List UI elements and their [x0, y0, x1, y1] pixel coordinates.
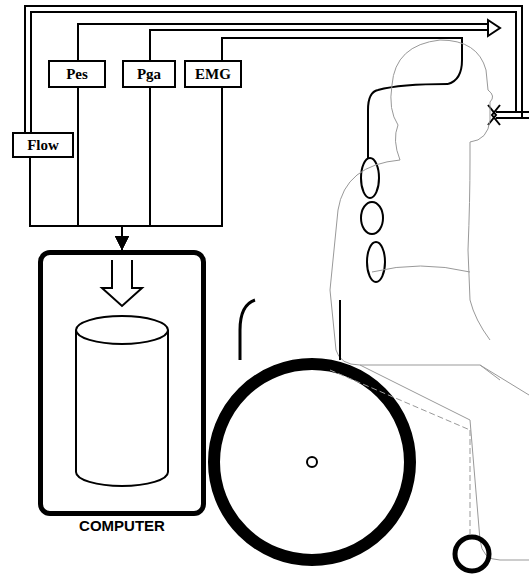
flow-tube — [31, 12, 516, 132]
sensor-box: Flow — [12, 132, 74, 158]
chair-frame — [330, 370, 470, 536]
flow-line — [496, 112, 529, 118]
signal-label: EMG — [195, 66, 231, 83]
flow-tube — [25, 6, 522, 132]
sensor-box: EMG — [184, 60, 242, 88]
nose-marker — [488, 20, 500, 36]
data-arrow — [102, 260, 142, 306]
leg-outline — [480, 365, 529, 395]
computer-box: COMPUTER — [38, 250, 206, 516]
signal-label: Flow — [27, 137, 59, 154]
wheel-hub — [307, 457, 317, 467]
signal-wire — [78, 88, 122, 250]
signal-wire — [122, 88, 222, 250]
signal-wire — [30, 158, 122, 250]
torso-outline — [468, 160, 490, 340]
computer-label: COMPUTER — [79, 517, 165, 534]
electrode — [367, 242, 385, 282]
disk-body — [76, 330, 168, 486]
wheel — [214, 364, 410, 560]
emg-lead — [222, 38, 462, 84]
emg-lead — [368, 84, 448, 158]
caster-wheel — [455, 537, 489, 571]
electrode — [361, 202, 383, 234]
chair-back — [339, 300, 341, 360]
arm-outline — [372, 266, 470, 272]
electrode — [361, 158, 379, 198]
pga-catheter — [150, 30, 488, 60]
torso-outline — [330, 160, 500, 380]
signal-label: Pes — [66, 66, 88, 83]
disk-top — [76, 316, 168, 344]
head-outline — [391, 40, 493, 160]
sensor-box: Pga — [122, 60, 176, 88]
sensor-box: Pes — [48, 60, 106, 88]
pes-catheter — [78, 24, 488, 60]
signal-label: Pga — [137, 66, 161, 83]
chair-handle — [240, 300, 255, 360]
